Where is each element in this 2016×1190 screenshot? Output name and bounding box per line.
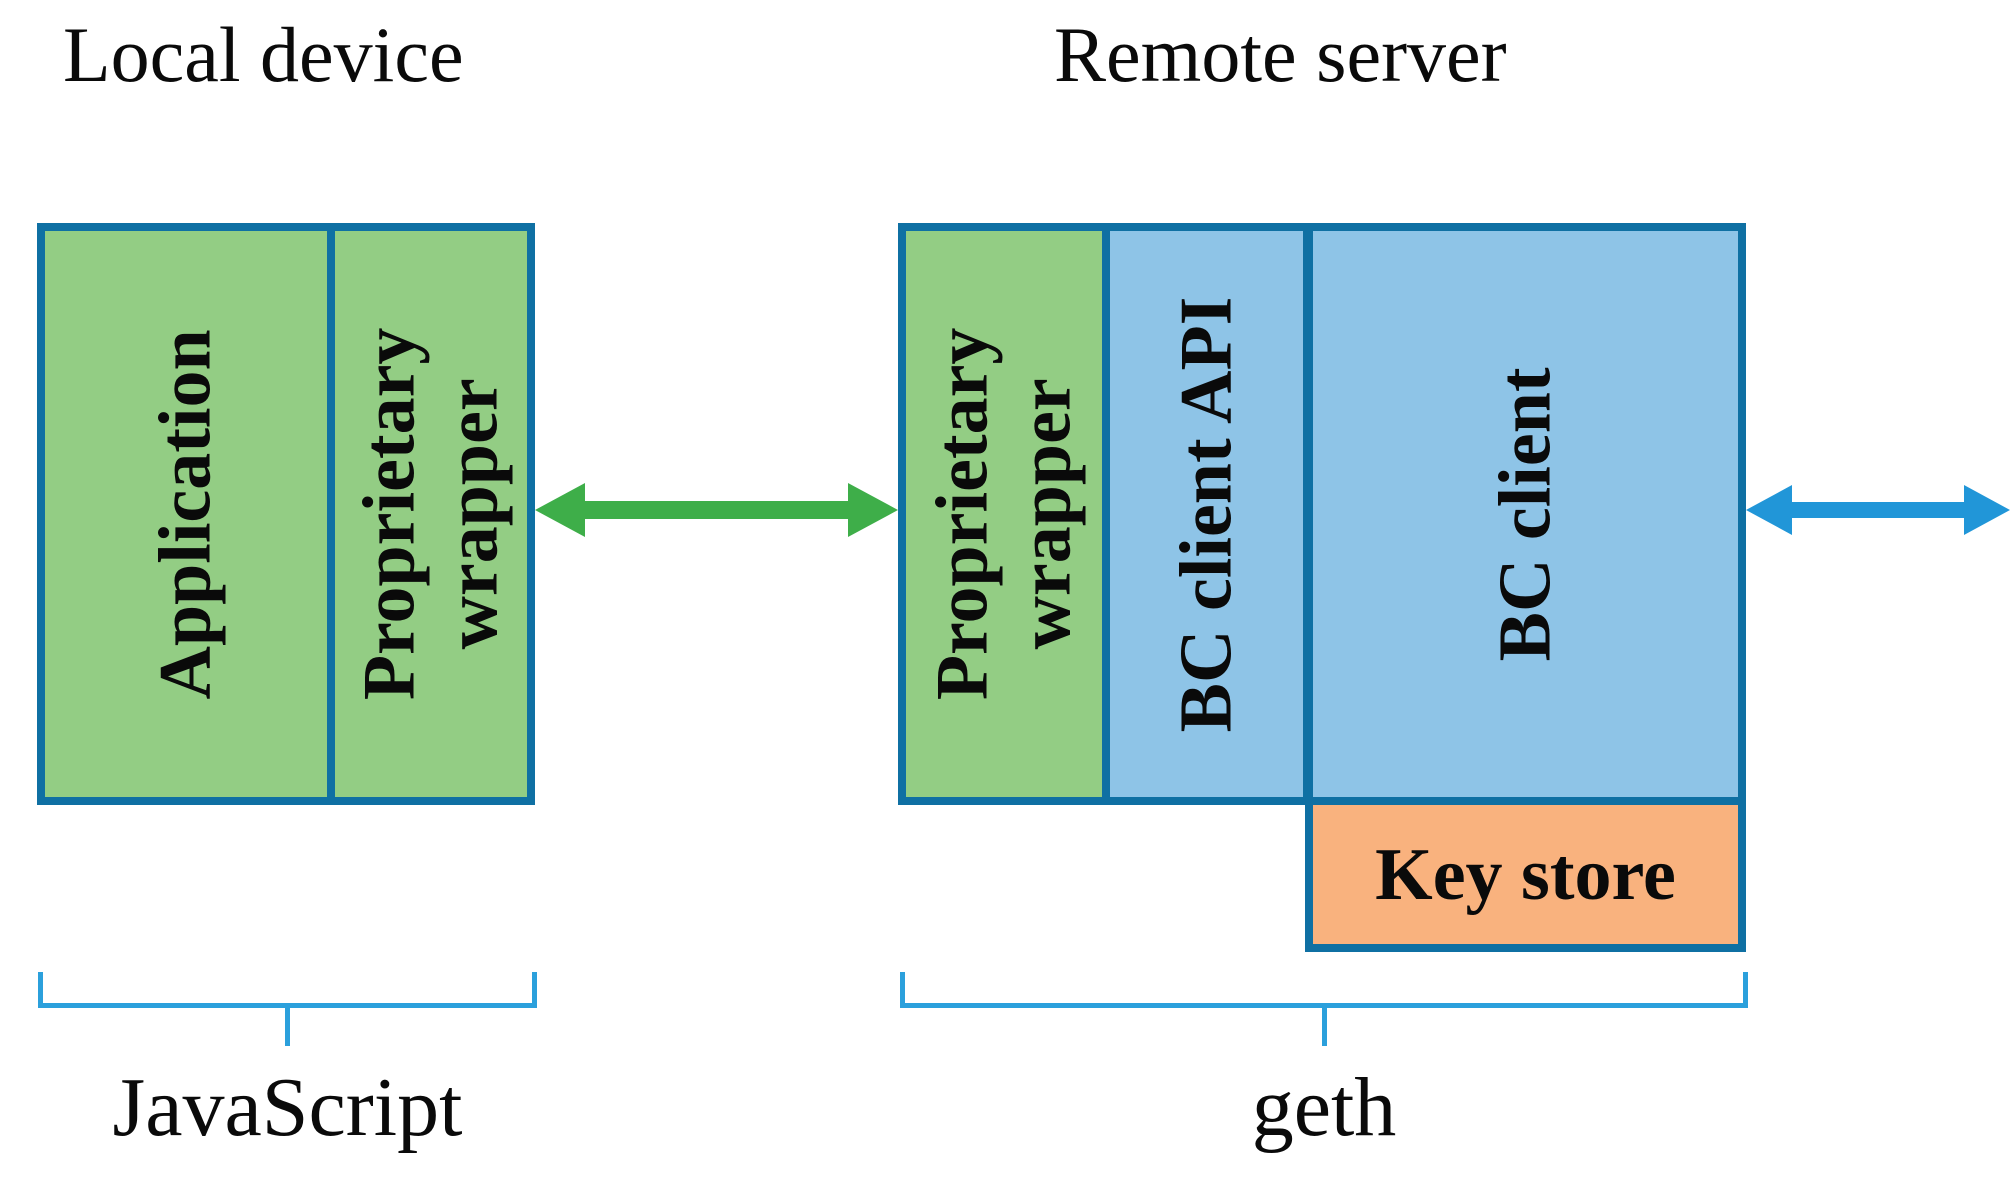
geth-bracket bbox=[900, 972, 1748, 1046]
application-box: Application bbox=[37, 223, 335, 805]
javascript-bracket-tick bbox=[285, 1003, 290, 1046]
javascript-bracket bbox=[38, 972, 537, 1046]
geth-bracket-right-end bbox=[1743, 972, 1748, 1008]
key-store-box: Key store bbox=[1305, 797, 1746, 952]
javascript-bracket-left-end bbox=[38, 972, 43, 1008]
application-label: Application bbox=[144, 328, 227, 700]
bc-client-box: BC client bbox=[1305, 223, 1746, 805]
green-bidirectional-arrow-icon bbox=[535, 483, 898, 537]
javascript-caption: JavaScript bbox=[112, 1061, 463, 1154]
javascript-bracket-right-end bbox=[532, 972, 537, 1008]
key-store-label: Key store bbox=[1375, 833, 1676, 916]
blue-bidirectional-arrow-icon bbox=[1746, 485, 2010, 535]
bc-client-api-label: BC client API bbox=[1165, 296, 1248, 732]
local-proprietary-wrapper-label: Proprietary wrapper bbox=[348, 327, 514, 701]
bc-client-api-box: BC client API bbox=[1102, 223, 1311, 805]
remote-proprietary-wrapper-box: Proprietary wrapper bbox=[898, 223, 1110, 805]
geth-caption: geth bbox=[1251, 1061, 1397, 1154]
remote-proprietary-wrapper-label: Proprietary wrapper bbox=[921, 327, 1087, 701]
local-device-title: Local device bbox=[63, 11, 464, 98]
local-proprietary-wrapper-box: Proprietary wrapper bbox=[327, 223, 535, 805]
geth-bracket-left-end bbox=[900, 972, 905, 1008]
remote-server-title: Remote server bbox=[1054, 11, 1507, 98]
geth-bracket-tick bbox=[1321, 1003, 1327, 1046]
bc-client-label: BC client bbox=[1484, 367, 1567, 661]
